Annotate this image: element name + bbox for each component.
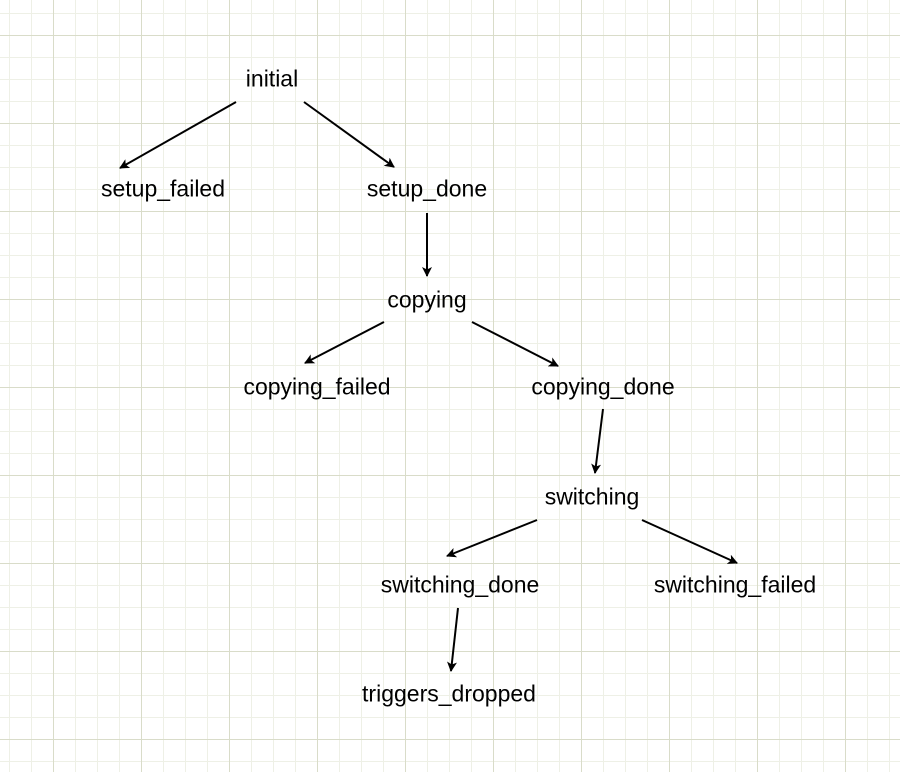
edge-switching-to-switching-done[interactable] <box>446 519 538 558</box>
node-triggers-dropped[interactable]: triggers_dropped <box>362 680 536 707</box>
edge-copying-to-copying-failed[interactable] <box>304 321 385 364</box>
edge-switching-done-to-triggers-dropped[interactable] <box>447 607 459 672</box>
edge-initial-to-setup-done[interactable] <box>303 101 395 168</box>
node-copying[interactable]: copying <box>387 286 467 313</box>
node-switching[interactable]: switching <box>544 483 640 510</box>
node-initial[interactable]: initial <box>245 65 299 92</box>
node-copying-failed[interactable]: copying_failed <box>243 373 391 400</box>
node-copying-done[interactable]: copying_done <box>531 373 675 400</box>
node-setup-done[interactable]: setup_done <box>366 175 488 202</box>
edge-copying-to-copying-done[interactable] <box>471 321 559 367</box>
node-switching-done[interactable]: switching_done <box>380 571 540 598</box>
node-setup-failed[interactable]: setup_failed <box>100 175 226 202</box>
node-switching-failed[interactable]: switching_failed <box>653 571 817 598</box>
edge-copying-done-to-switching[interactable] <box>591 408 604 474</box>
edge-switching-to-switching-failed[interactable] <box>641 519 738 564</box>
edge-initial-to-setup-failed[interactable] <box>119 101 237 169</box>
